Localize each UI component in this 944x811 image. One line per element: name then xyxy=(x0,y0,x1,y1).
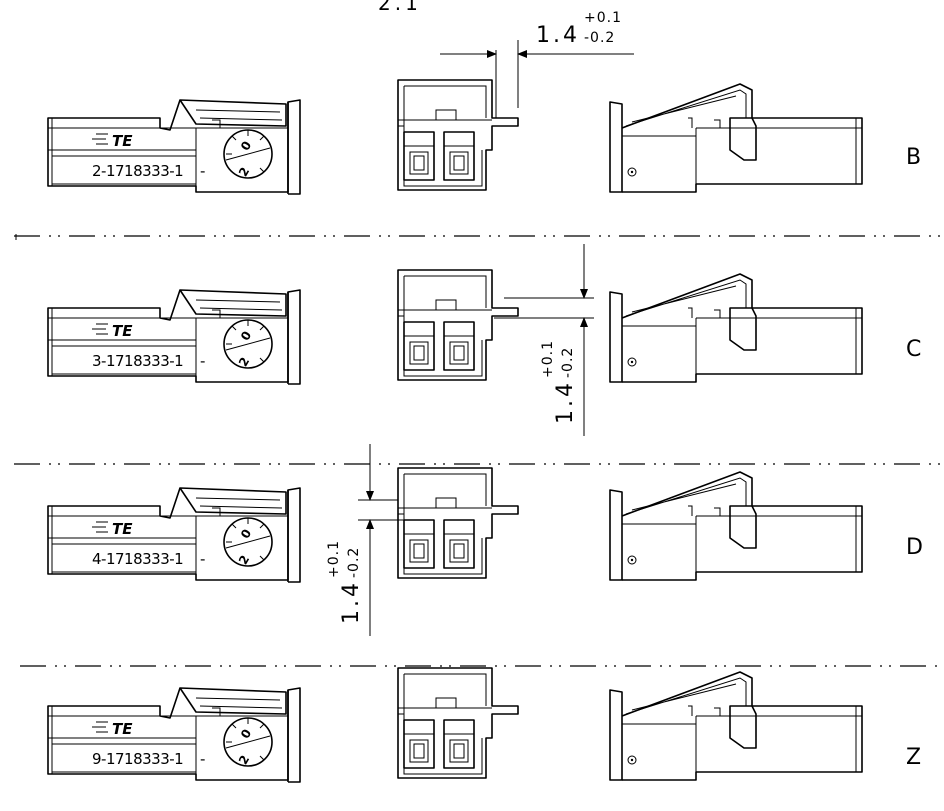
dim-tol-minus-3: -0.2 xyxy=(346,547,362,578)
right-side-view-b xyxy=(609,83,863,193)
row-code-d: D xyxy=(906,535,923,560)
part-number-c: 3-1718333-1 xyxy=(92,352,183,370)
dim-nominal-1: 1.4 xyxy=(536,23,580,48)
row-code-z: Z xyxy=(906,745,921,770)
te-logo-c: TE xyxy=(112,322,133,340)
dim-nominal-3: 1.4 xyxy=(339,580,364,624)
dimension-latch-offset-b: 1.4 +0.1 -0.2 xyxy=(440,10,634,118)
dimension-latch-offset-d: 1.4 +0.1 -0.2 xyxy=(326,444,404,636)
front-view-c xyxy=(397,269,519,381)
dimension-latch-offset-c: 1.4 +0.1 -0.2 xyxy=(494,244,594,436)
te-logo-d: TE xyxy=(112,520,133,538)
dim-tol-plus-3: +0.1 xyxy=(326,540,342,578)
dim-tol-minus-2: -0.2 xyxy=(560,347,576,378)
suffix-b: - xyxy=(200,162,205,180)
suffix-c: - xyxy=(200,352,205,370)
dim-tol-minus-1: -0.2 xyxy=(584,30,615,46)
front-view-b xyxy=(397,79,519,191)
row-code-b: B xyxy=(906,145,921,170)
part-number-b: 2-1718333-1 xyxy=(92,162,183,180)
right-side-view-c xyxy=(609,273,863,383)
dim-tol-plus-2: +0.1 xyxy=(540,340,556,378)
part-number-d: 4-1718333-1 xyxy=(92,550,183,568)
row-code-c: C xyxy=(906,337,921,362)
right-side-view-z xyxy=(609,671,863,781)
front-view-z xyxy=(397,667,519,779)
te-logo-b: TE xyxy=(112,132,133,150)
front-view-d xyxy=(397,467,519,579)
part-number-z: 9-1718333-1 xyxy=(92,750,183,768)
suffix-z: - xyxy=(200,750,205,768)
dim-tol-plus-1: +0.1 xyxy=(584,10,622,26)
dim-nominal-2: 1.4 xyxy=(553,380,578,424)
te-logo-z: TE xyxy=(112,720,133,738)
top-partial-label: 2.1 xyxy=(378,0,422,15)
suffix-d: - xyxy=(200,550,205,568)
right-side-view-d xyxy=(609,471,863,581)
